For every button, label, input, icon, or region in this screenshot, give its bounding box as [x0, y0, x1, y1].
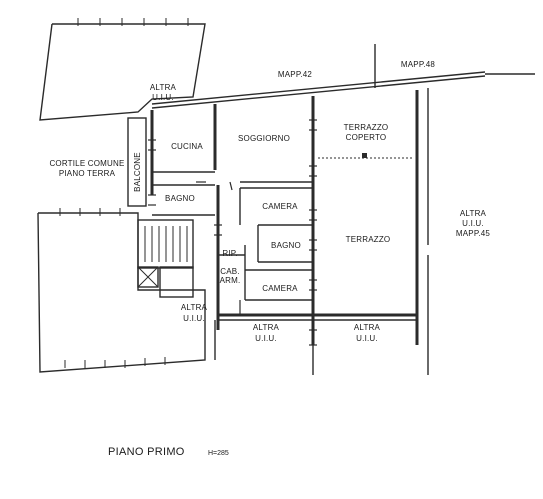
label-soggiorno: SOGGIORNO	[238, 134, 290, 143]
plan-title: PIANO PRIMO H=285	[108, 446, 229, 458]
openings	[148, 119, 317, 346]
label-balcone: BALCONE	[133, 152, 142, 192]
label-altra-bottom-1a: ALTRA	[253, 323, 280, 332]
label-altra-right-1: ALTRA	[460, 209, 487, 218]
label-mapp48: MAPP.48	[401, 60, 436, 69]
room-labels: ALTRA U.I.U. MAPP.42 MAPP.48 CORTILE COM…	[49, 60, 490, 343]
label-terrazzo-coperto-2: COPERTO	[346, 133, 387, 142]
neighbor-outline-top-left	[39, 18, 206, 121]
label-cortile-2: PIANO TERRA	[59, 169, 116, 178]
label-terrazzo-coperto-1: TERRAZZO	[344, 123, 389, 132]
label-camera-2: CAMERA	[262, 284, 298, 293]
label-cucina: CUCINA	[171, 142, 203, 151]
label-altra-bottom-1b: U.I.U.	[255, 334, 277, 343]
label-altra-right-2: U.I.U.	[462, 219, 484, 228]
title-piano-primo: PIANO PRIMO	[108, 446, 185, 458]
title-height: H=285	[208, 450, 229, 457]
label-cab-arm-2: ARM.	[220, 276, 241, 285]
label-bagno-2: BAGNO	[271, 241, 301, 250]
label-camera-1: CAMERA	[262, 202, 298, 211]
label-bagno-1: BAGNO	[165, 194, 195, 203]
stair-block	[137, 219, 194, 298]
label-altra-top-1: ALTRA	[150, 83, 177, 92]
label-cortile-1: CORTILE COMUNE	[49, 159, 124, 168]
label-altra-mid-1: ALTRA	[181, 303, 208, 312]
north-boundary	[151, 44, 535, 109]
label-altra-right-3: MAPP.45	[456, 229, 491, 238]
label-mapp42: MAPP.42	[278, 70, 313, 79]
label-altra-top-2: U.I.U.	[152, 93, 174, 102]
label-altra-bottom-2b: U.I.U.	[356, 334, 378, 343]
label-altra-mid-2: U.I.U.	[183, 314, 205, 323]
label-rip: RIP.	[222, 249, 237, 258]
label-cab-arm-1: CAB.	[220, 267, 239, 276]
neighbor-outline-bottom-left	[37, 208, 206, 373]
label-terrazzo: TERRAZZO	[346, 235, 391, 244]
label-altra-bottom-2a: ALTRA	[354, 323, 381, 332]
